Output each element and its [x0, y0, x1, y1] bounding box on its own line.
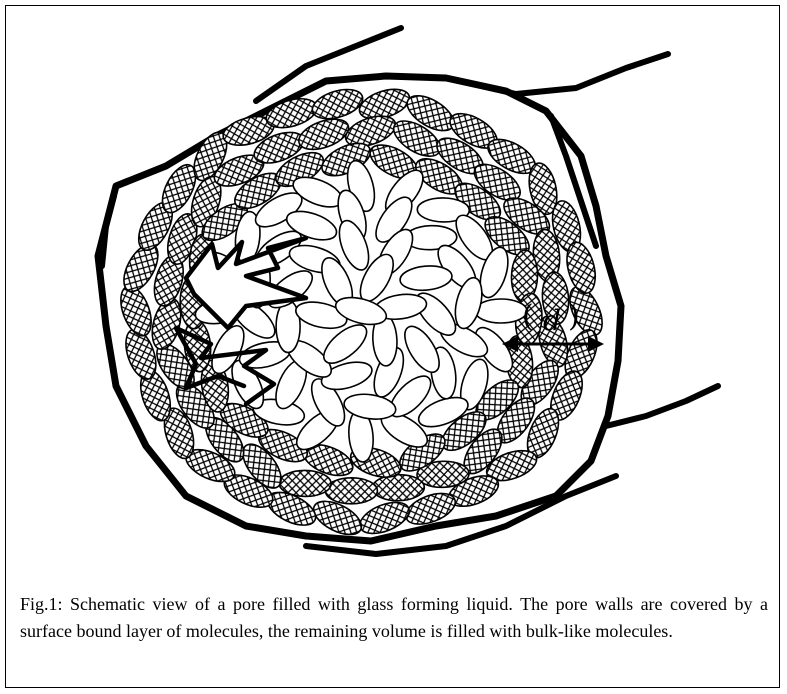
surface-molecule [279, 470, 331, 497]
pore-schematic: ( d ) [6, 6, 781, 566]
bulk-molecule [475, 299, 527, 323]
bracket-open: ( [522, 299, 534, 334]
bracket-close: ) [568, 299, 580, 334]
surface-molecule [372, 474, 424, 501]
surface-molecule [325, 478, 377, 504]
figure-caption: Fig.1: Schematic view of a pore filled w… [20, 591, 768, 645]
figure-frame: ( d ) Fig.1: Schematic view of a pore fi… [5, 5, 780, 688]
thickness-label-d: d [543, 304, 561, 337]
